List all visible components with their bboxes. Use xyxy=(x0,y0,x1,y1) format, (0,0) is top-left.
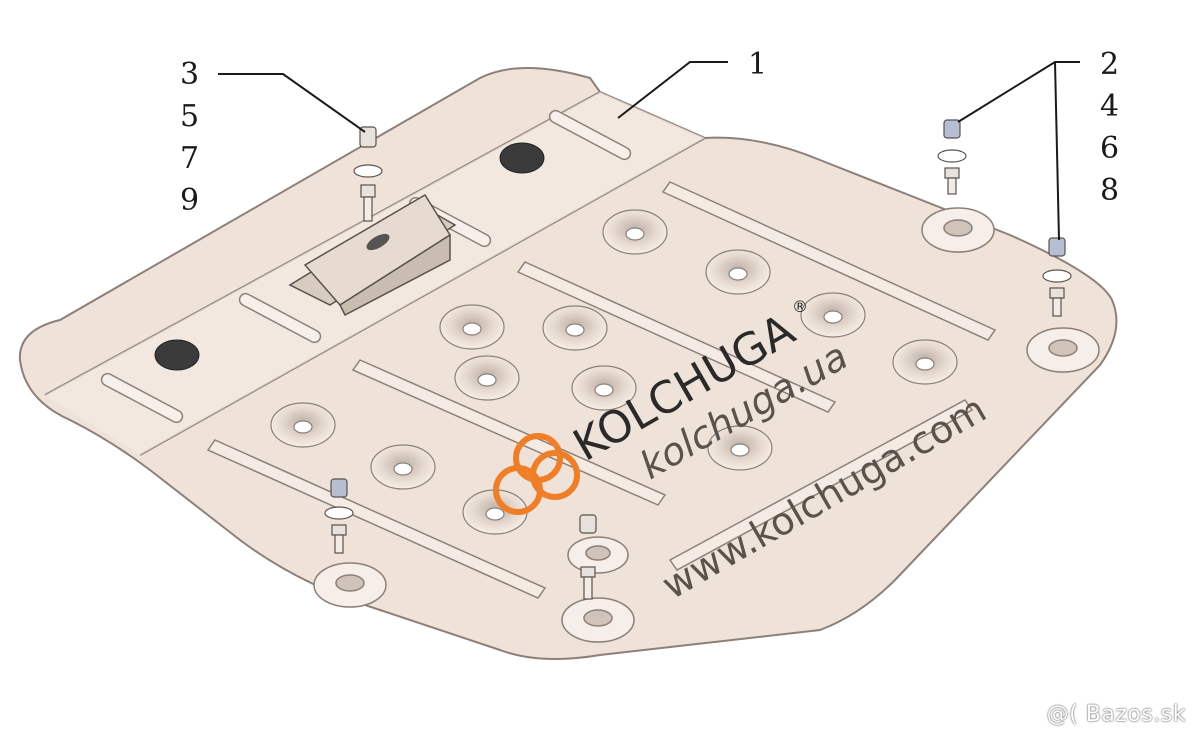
mounting-lugs xyxy=(313,207,1100,643)
dimple xyxy=(602,209,668,255)
callout-1: 1 xyxy=(748,47,767,82)
dimple xyxy=(705,249,771,295)
leader-lines xyxy=(218,61,1080,241)
logo-rings-icon xyxy=(493,433,580,515)
callout-6: 6 xyxy=(1100,131,1119,166)
callout-4: 4 xyxy=(1100,89,1119,124)
callout-2: 2 xyxy=(1100,47,1119,82)
leader-line-center xyxy=(617,61,728,119)
rubber-plug xyxy=(154,339,200,371)
mounting-lug xyxy=(313,562,387,608)
dimple xyxy=(542,305,608,351)
mounting-bracket xyxy=(288,193,457,317)
dimple xyxy=(370,444,436,490)
dimples xyxy=(270,209,958,535)
groove xyxy=(351,359,667,506)
groove xyxy=(516,261,837,413)
mounting-lug xyxy=(1026,327,1100,373)
callout-8: 8 xyxy=(1100,173,1119,208)
mounting-lug xyxy=(567,536,629,574)
dimple xyxy=(462,489,528,535)
callout-5: 5 xyxy=(180,99,199,134)
watermark: @( Bazos.sk xyxy=(1046,702,1186,727)
fastener-stack xyxy=(579,514,597,600)
groove xyxy=(206,439,547,599)
callouts-right: 2 4 6 8 xyxy=(1100,47,1119,208)
callout-3: 3 xyxy=(180,57,199,92)
dimple xyxy=(454,355,520,401)
registered-mark: ® xyxy=(792,297,808,316)
leader-line-left xyxy=(218,73,366,133)
stiffening-grooves xyxy=(206,181,997,599)
fastener-stack xyxy=(324,478,354,554)
callout-7: 7 xyxy=(180,141,199,176)
skid-plate xyxy=(18,67,1118,660)
dimple xyxy=(892,339,958,385)
dimple xyxy=(571,365,637,411)
leader-line-right xyxy=(957,61,1080,241)
slot xyxy=(548,109,632,161)
groove xyxy=(661,181,997,341)
dimple xyxy=(439,304,505,350)
dimple xyxy=(800,292,866,338)
slot xyxy=(238,292,322,344)
fastener-stack xyxy=(1042,237,1072,317)
dimple xyxy=(707,425,773,471)
rubber-plug xyxy=(499,142,545,174)
mounting-lug xyxy=(921,207,995,253)
dimple xyxy=(270,402,336,448)
fastener-stack xyxy=(937,119,967,195)
fastener-stack xyxy=(353,126,383,222)
fastener-stacks xyxy=(324,119,1072,600)
groove xyxy=(668,399,974,571)
mounting-lug xyxy=(561,597,635,643)
callouts-left: 3 5 7 9 xyxy=(180,57,199,218)
slot xyxy=(100,372,184,424)
callout-9: 9 xyxy=(180,183,199,218)
